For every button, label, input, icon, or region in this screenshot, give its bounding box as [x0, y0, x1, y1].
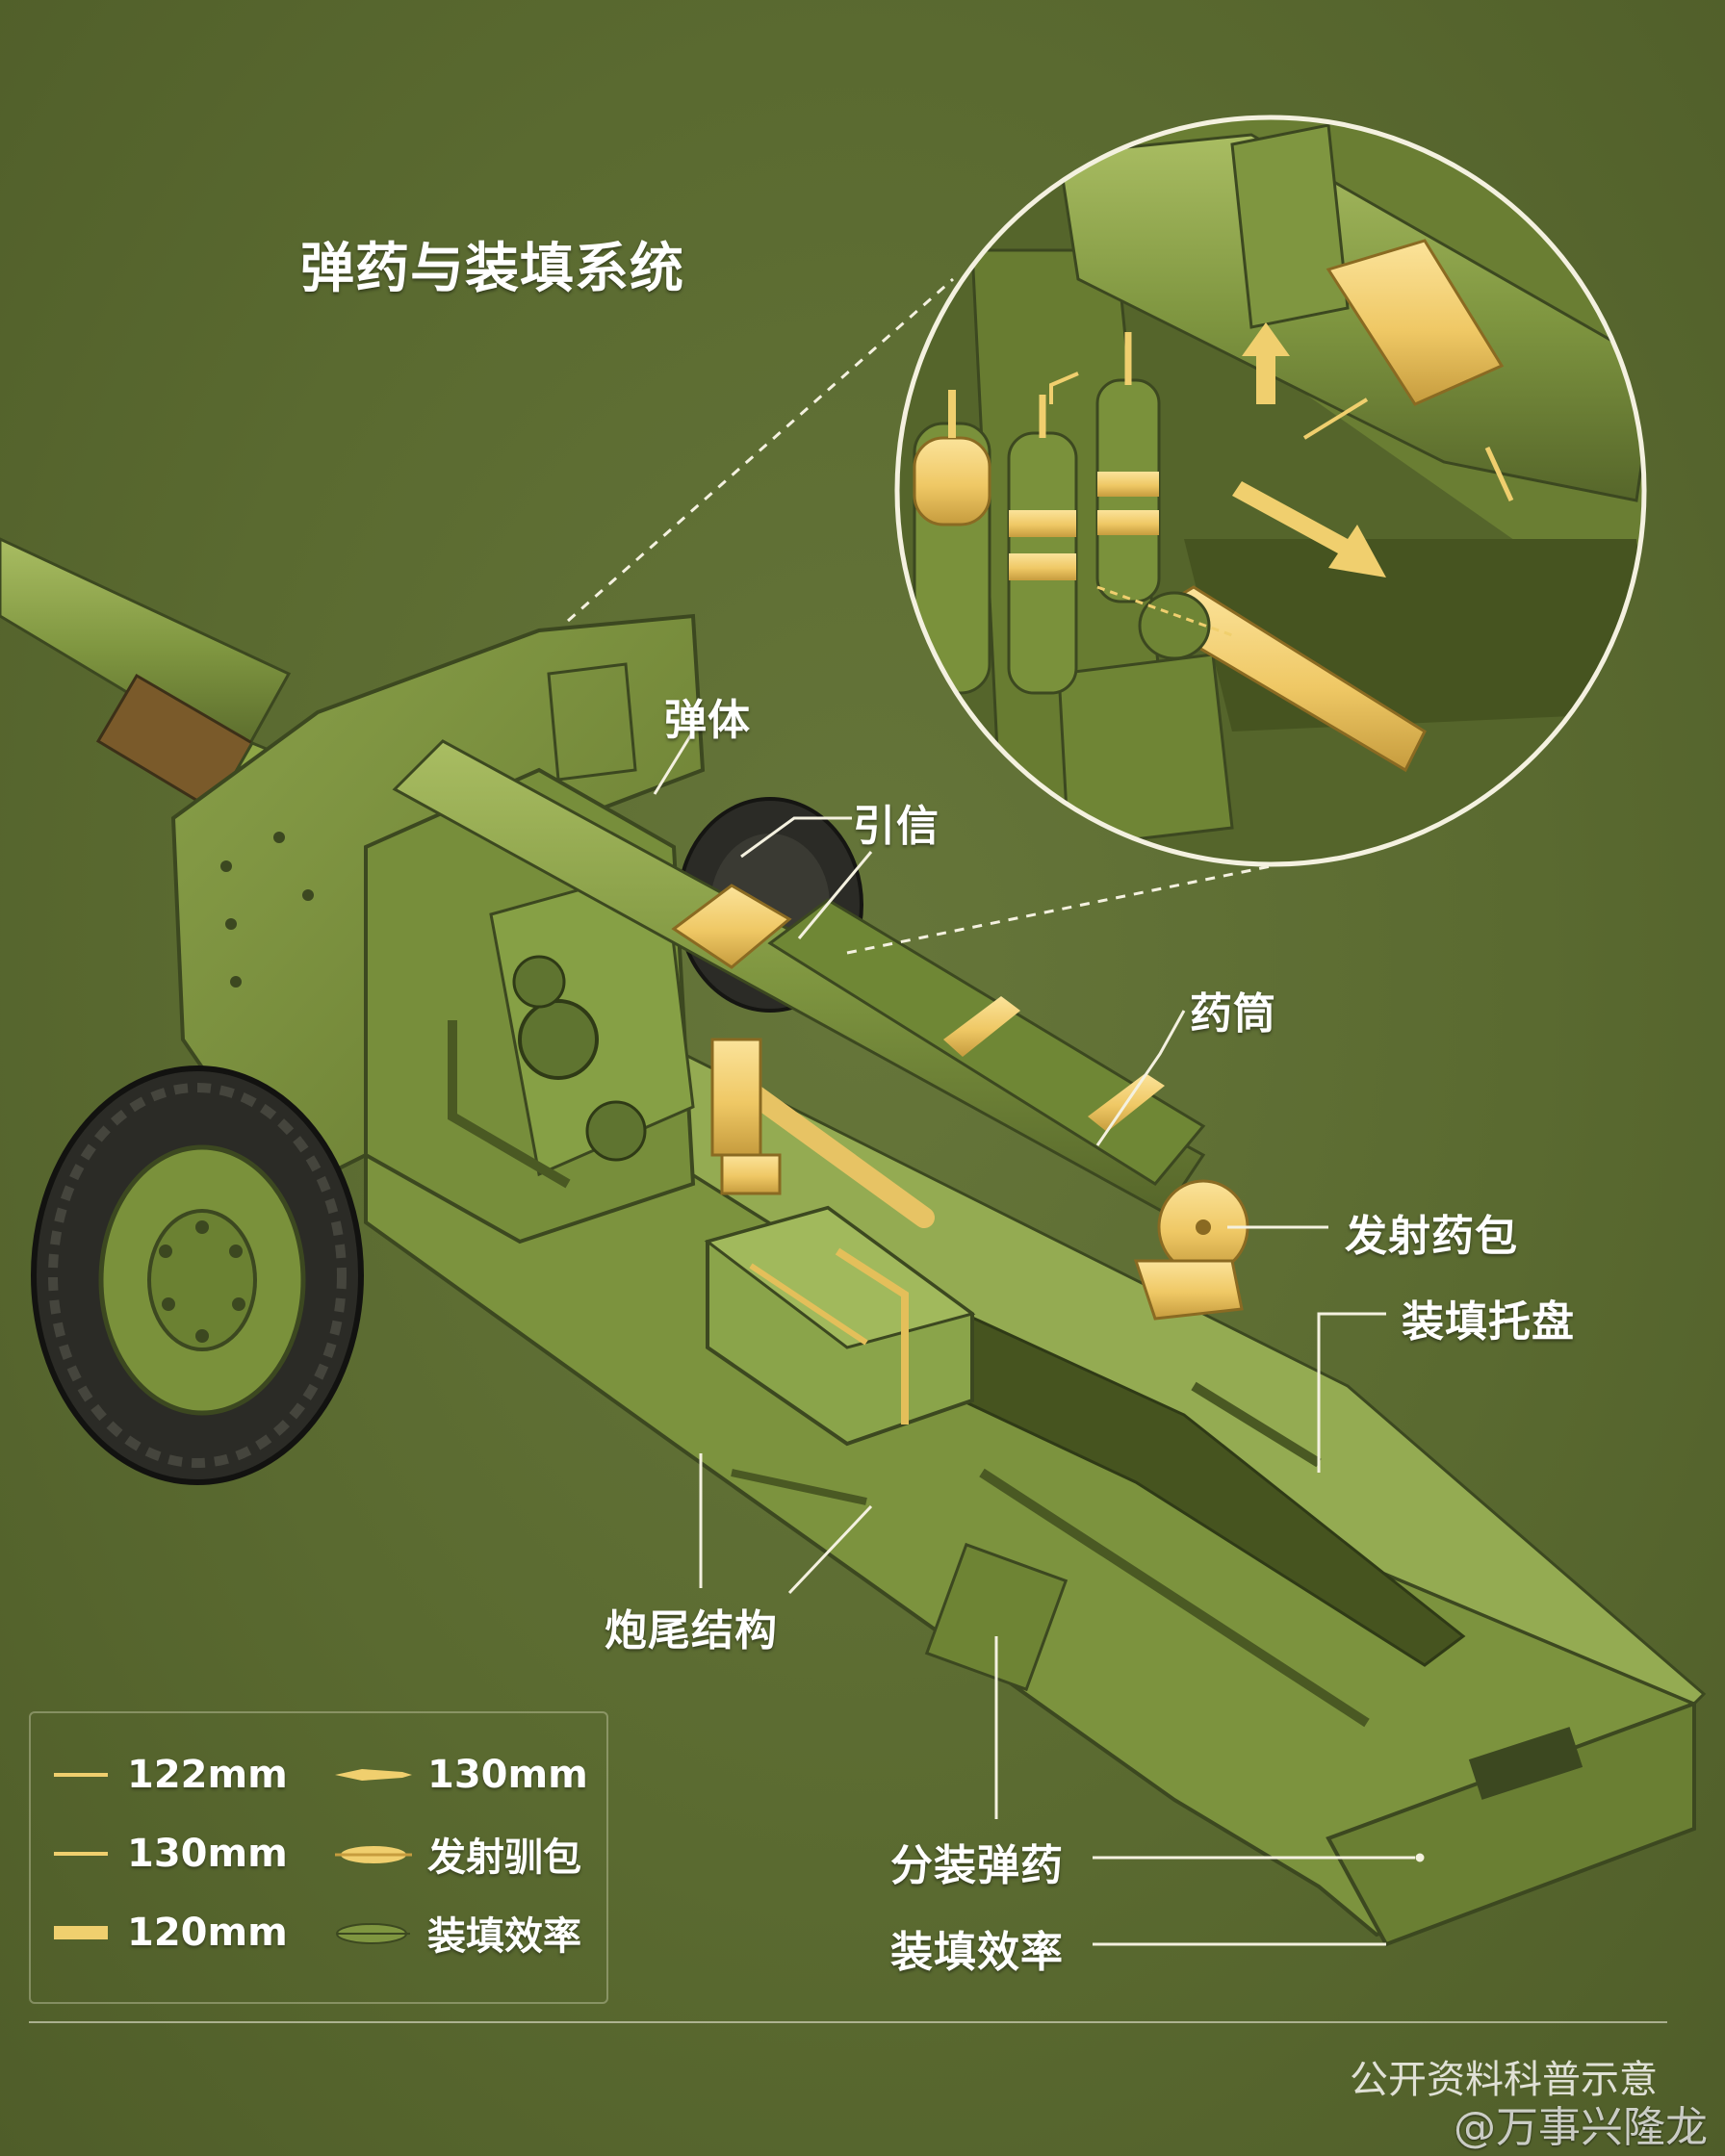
watermark: @万事兴隆龙 [1454, 2103, 1708, 2152]
bottom-divider [29, 2021, 1667, 2023]
label-projectile: 弹体 [664, 696, 751, 745]
legend-item: 120mm [54, 1904, 288, 1962]
label-cartridge-case: 药筒 [1190, 989, 1276, 1039]
legend-item: 装填效率 [335, 1904, 581, 1962]
rammer-assembly [710, 1038, 935, 1228]
ammo-box [704, 1205, 976, 1447]
olive-shell-icon [335, 1923, 410, 1944]
legend-item: 130mm [335, 1746, 588, 1804]
charge-icon [335, 1844, 412, 1863]
label-trail-structure: 炮尾结构 [605, 1606, 778, 1656]
shell-icon [335, 1765, 412, 1784]
thin-line-icon [54, 1844, 108, 1863]
label-loading-efficiency: 装填效率 [890, 1928, 1064, 1977]
footnote: 公开资料科普示意 [1350, 2058, 1658, 2102]
legend: 122mm 130mm 130mm 发射驯包 120mm 装填效率 [29, 1711, 608, 2004]
thick-line-icon [54, 1923, 108, 1942]
label-propellant-charge: 发射药包 [1345, 1212, 1518, 1261]
label-separate-ammo: 分装弹药 [890, 1841, 1064, 1890]
legend-item: 发射驯包 [335, 1825, 581, 1883]
label-loading-tray: 装填托盘 [1402, 1297, 1575, 1347]
front-wheel [31, 1065, 364, 1485]
leader-lines [653, 731, 1425, 1946]
legend-item: 130mm [54, 1825, 288, 1883]
legend-item: 122mm [54, 1746, 288, 1804]
thin-line-icon [54, 1765, 108, 1784]
label-fuze: 引信 [853, 802, 940, 851]
detail-inset [567, 115, 1647, 955]
diagram-title: 弹药与装填系统 [300, 238, 684, 300]
